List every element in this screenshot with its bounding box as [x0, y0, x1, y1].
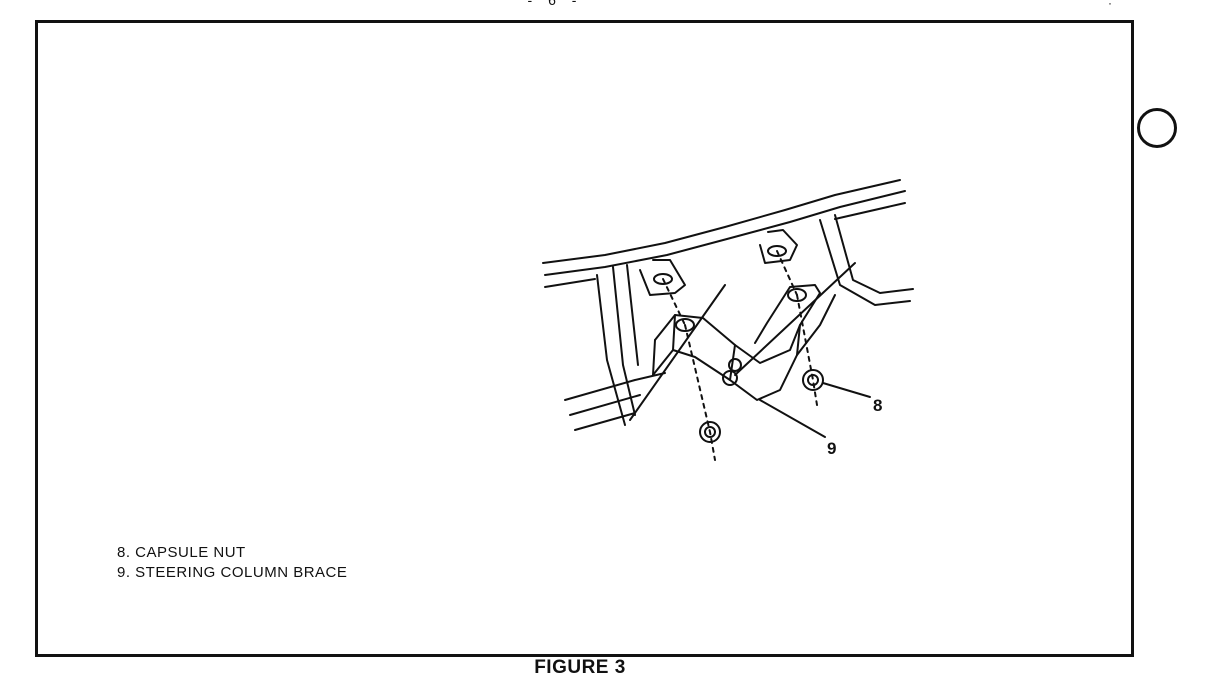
parts-legend: 8. CAPSULE NUT 9. STEERING COLUMN BRACE — [117, 543, 347, 583]
legend-item-capsule-nut: 8. CAPSULE NUT — [117, 544, 246, 561]
figure-caption: FIGURE 3 — [534, 657, 626, 678]
corner-mark: · — [1108, 0, 1112, 10]
legend-item-steering-column-brace: 9. STEERING COLUMN BRACE — [117, 564, 348, 581]
binder-hole-icon — [1137, 108, 1177, 148]
figure-frame — [35, 20, 1134, 657]
page-number: - 6 - — [527, 0, 583, 8]
callout-9: 9 — [827, 439, 837, 458]
callout-8: 8 — [873, 396, 883, 415]
steering-column-brace-diagram — [542, 179, 914, 461]
